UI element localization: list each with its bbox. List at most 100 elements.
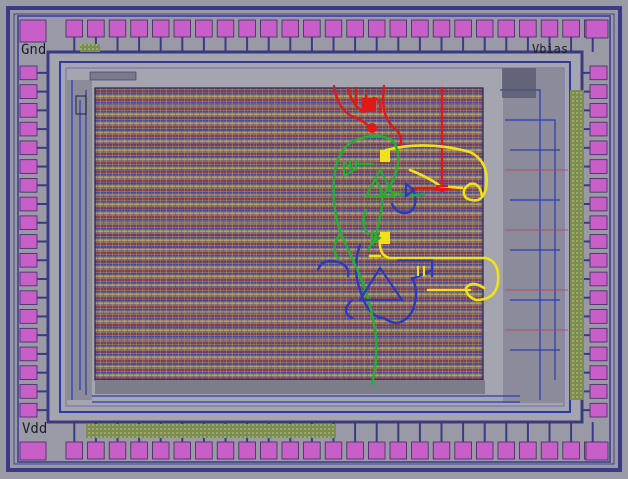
bond-pad-bottom (562, 441, 580, 460)
bond-pad-right (589, 346, 608, 362)
bond-pad-bottom (87, 441, 105, 460)
capacitor-1 (436, 185, 448, 191)
bond-pad-bottom (497, 441, 516, 460)
blue-wires (316, 190, 434, 324)
bottom-io-cells (86, 424, 336, 438)
vdd-label: Vdd (22, 421, 48, 437)
bond-pad-right (589, 402, 608, 418)
bond-pad-bottom (151, 441, 170, 460)
bond-pad-right (589, 121, 608, 137)
bond-pad-corner (585, 441, 609, 461)
bond-pad-top (173, 19, 192, 38)
bond-pad-bottom (259, 441, 278, 460)
bond-pad-left (19, 159, 38, 174)
right-io-cells (570, 90, 584, 400)
bond-pad-left (19, 215, 38, 231)
bond-pad-top (540, 19, 559, 38)
bond-pad-top (497, 19, 516, 38)
bond-pad-right (589, 159, 608, 174)
bond-pad-left (19, 103, 38, 118)
bond-pad-top (281, 19, 300, 38)
bond-pad-bottom (303, 441, 321, 460)
capacitor-3 (349, 160, 357, 170)
capacitor-2 (417, 266, 425, 276)
bond-pad-left (19, 178, 38, 193)
bond-pad-right (589, 84, 608, 99)
bond-pad-top (216, 19, 235, 38)
bond-pad-bottom (130, 441, 148, 460)
bond-pad-left (19, 196, 38, 212)
bond-pad-bottom (216, 441, 235, 460)
bond-pad-right (589, 327, 608, 343)
outer-pad-ring (6, 6, 622, 472)
bond-pad-left (19, 140, 38, 156)
bond-pad-top (389, 19, 408, 38)
bond-pad-left (19, 121, 38, 137)
bond-pad-right (589, 271, 608, 287)
bond-pad-bottom (346, 441, 364, 460)
vbias-label: Vbias (532, 42, 569, 56)
bond-pad-top (454, 19, 472, 38)
bond-pad-bottom (108, 441, 127, 460)
bond-pad-top (367, 19, 386, 38)
bond-pad-right (589, 103, 608, 118)
bond-pad-left (19, 309, 38, 324)
bond-pad-corner (19, 19, 47, 43)
bond-pad-bottom (389, 441, 408, 460)
bond-pad-top (519, 19, 537, 38)
bond-pad-left (19, 84, 38, 99)
bond-pad-top (259, 19, 278, 38)
bond-pad-corner (19, 441, 47, 461)
bond-pad-top (475, 19, 494, 38)
bond-pad-top (324, 19, 343, 38)
bond-pad-top (432, 19, 451, 38)
bond-pad-right (589, 215, 608, 231)
bond-pad-bottom (454, 441, 472, 460)
bond-pad-left (19, 234, 38, 249)
bond-pad-left (19, 327, 38, 343)
bond-pad-top (303, 19, 321, 38)
bond-pad-bottom (519, 441, 537, 460)
bond-pad-left (19, 402, 38, 418)
bond-pad-top (411, 19, 429, 38)
bond-pad-right (589, 252, 608, 268)
bond-pad-top (130, 19, 148, 38)
bond-pad-top (238, 19, 256, 38)
bond-pad-right (589, 290, 608, 305)
bond-pad-bottom (281, 441, 300, 460)
bond-pad-top (108, 19, 127, 38)
bond-pad-bottom (65, 441, 84, 460)
transistor-array (95, 88, 483, 380)
bond-pad-top (65, 19, 84, 38)
bond-pad-left (19, 365, 38, 380)
bond-pad-bottom (411, 441, 429, 460)
bond-pad-right (589, 309, 608, 324)
gnd-label: Gnd (21, 42, 47, 58)
bond-pad-bottom (432, 441, 451, 460)
bond-pad-left (19, 65, 38, 81)
yellow-wires (368, 144, 500, 302)
bond-pad-left (19, 252, 38, 268)
bond-pad-left (19, 384, 38, 399)
amplifier-2 (358, 181, 416, 302)
bond-pad-top (151, 19, 170, 38)
bond-pad-bottom (173, 441, 192, 460)
bond-pad-top (87, 19, 105, 38)
bond-pad-bottom (238, 441, 256, 460)
bond-pad-right (589, 196, 608, 212)
bond-pad-right (589, 65, 608, 81)
bond-pad-right (589, 178, 608, 193)
bond-pad-right (589, 365, 608, 380)
bond-pad-bottom (475, 441, 494, 460)
bond-pad-corner (585, 19, 609, 39)
bond-pad-right (589, 384, 608, 399)
bond-pad-bottom (195, 441, 213, 460)
bond-pad-top (562, 19, 580, 38)
bond-pad-right (589, 140, 608, 156)
bond-pad-left (19, 271, 38, 287)
bond-pad-bottom (540, 441, 559, 460)
bond-pad-bottom (324, 441, 343, 460)
bond-pad-left (19, 290, 38, 305)
bond-pad-top (195, 19, 213, 38)
